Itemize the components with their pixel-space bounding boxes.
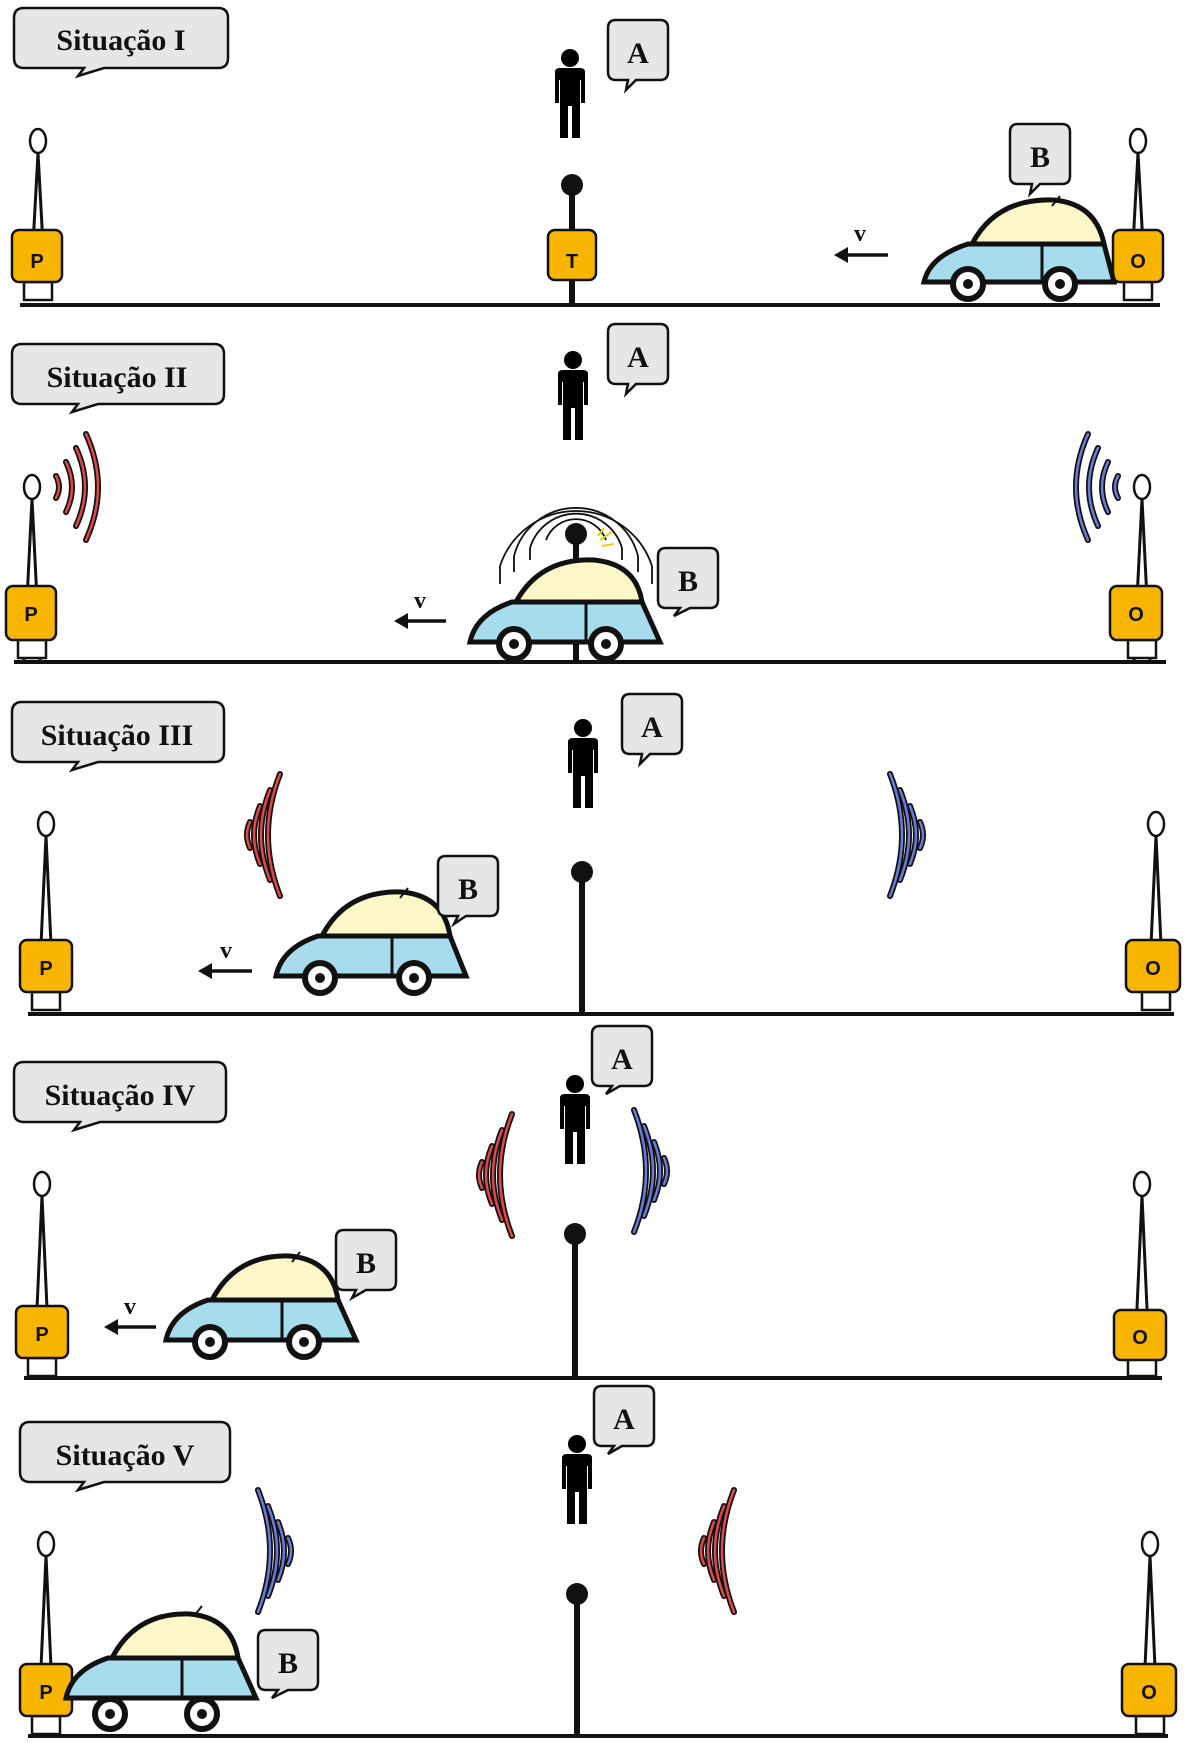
situation-3-trigger-post [571, 861, 593, 1014]
situation-3-tower-left-label: P [39, 958, 52, 980]
situation-1-car [920, 195, 1118, 302]
situation-2-title-bubble: Situação II [10, 342, 226, 415]
situation-3-car-bubble: B [436, 854, 500, 928]
situation-3-tower-left: P [18, 810, 74, 1012]
situation-1-observer-person-icon [555, 49, 585, 138]
situation-1-tower-right: O [1111, 127, 1165, 302]
situation-1-velocity-label: v [854, 221, 866, 247]
situation-4-car [162, 1251, 360, 1360]
situation-2-tower-right-label: O [1128, 604, 1144, 626]
situation-1-tower-left-label: P [30, 251, 43, 273]
situation-1-car-label: B [1030, 141, 1050, 174]
situation-2-velocity-arrow: v [394, 588, 446, 629]
situation-5-car-label: B [278, 1647, 298, 1680]
situation-3-title-bubble: Situação III [10, 700, 226, 773]
situation-4-velocity-arrow: v [104, 1294, 156, 1335]
situation-5-wave-right [698, 1487, 737, 1615]
situation-1-tower-right-label: O [1130, 251, 1146, 273]
situation-1-title: Situação I [56, 24, 185, 57]
situation-2-spark-icon [597, 527, 615, 547]
situation-2-tower-left-label: P [24, 604, 37, 626]
situation-4-wave-right [631, 1107, 670, 1235]
situation-4: Situação IV A P O [12, 1024, 1168, 1380]
situation-4-observer-label: A [611, 1043, 633, 1076]
situation-3-car-label: B [458, 873, 478, 906]
situation-3-observer-person-icon [568, 719, 598, 808]
situation-4-observer-bubble: A [590, 1024, 654, 1096]
situation-3-title: Situação III [41, 719, 194, 752]
situation-3-observer-bubble: A [620, 692, 684, 768]
situation-2-tower-left: P [4, 473, 58, 661]
situation-4-tower-right-label: O [1132, 1327, 1148, 1349]
situation-5-observer-bubble: A [592, 1384, 656, 1456]
situation-4-observer-person-icon [560, 1075, 590, 1164]
situation-2-observer-person-icon [558, 351, 588, 440]
situation-2-trigger-knob [565, 523, 587, 545]
situation-4-tower-left: P [14, 1170, 70, 1378]
situation-1-trigger-post: T [546, 174, 598, 305]
situation-2-car-label: B [678, 565, 698, 598]
situation-2-title: Situação II [47, 361, 188, 394]
situation-1-observer-bubble: A [606, 18, 670, 94]
situation-3-wave-left [244, 771, 283, 899]
situation-1-car-bubble: B [1008, 122, 1072, 198]
situation-5-title: Situação V [56, 1439, 195, 1472]
situation-2-wave-right [1073, 431, 1121, 543]
situation-1-velocity-arrow: v [834, 221, 888, 263]
situation-4-tower-right: O [1112, 1170, 1168, 1378]
situation-4-trigger-post [564, 1223, 586, 1378]
situation-4-title: Situação IV [45, 1079, 196, 1112]
situation-4-car-label: B [356, 1247, 376, 1280]
situation-5-observer-label: A [613, 1403, 635, 1436]
situation-5-trigger-post [566, 1583, 588, 1736]
situation-2-car [466, 557, 664, 662]
situation-2: Situação II A P [4, 322, 1166, 664]
situation-4-title-bubble: Situação IV [12, 1060, 228, 1133]
situation-4-car-bubble: B [334, 1228, 398, 1302]
situation-1-tower-left: P [10, 127, 64, 302]
situation-4-wave-left [476, 1111, 515, 1239]
situation-3-velocity-arrow: v [198, 938, 252, 979]
situation-1-trigger-label: T [566, 251, 578, 273]
situation-5-car-bubble: B [256, 1628, 320, 1700]
situation-2-observer-label: A [627, 341, 649, 374]
situation-5-title-bubble: Situação V [18, 1420, 232, 1493]
situation-3-car [272, 887, 470, 996]
situation-2-car-bubble: B [656, 546, 720, 618]
situation-2-tower-right: O [1108, 473, 1164, 661]
situation-3-tower-right-label: O [1145, 958, 1161, 980]
situation-5-observer-person-icon [562, 1435, 592, 1524]
situation-5-wave-left [255, 1487, 294, 1615]
situation-2-velocity-label: v [414, 588, 426, 614]
situation-5-tower-right: O [1120, 1530, 1178, 1736]
situation-3-tower-right: O [1124, 810, 1182, 1012]
situation-5-tower-left: P [18, 1530, 74, 1736]
situation-5: Situação V A P O [18, 1384, 1178, 1738]
situation-5-car [62, 1605, 260, 1732]
situation-5-tower-left-label: P [39, 1682, 52, 1704]
situation-3-velocity-label: v [220, 938, 232, 964]
situation-5-tower-right-label: O [1141, 1682, 1157, 1704]
situation-4-velocity-label: v [124, 1294, 136, 1320]
situation-3-observer-label: A [641, 711, 663, 744]
situation-2-observer-bubble: A [606, 322, 670, 398]
situation-3: Situação III A P O [10, 692, 1182, 1016]
situation-2-wave-left [53, 431, 101, 543]
situation-1: Situação I A T P [10, 6, 1165, 307]
situation-4-tower-left-label: P [35, 1324, 48, 1346]
situation-3-wave-right [887, 771, 926, 899]
situation-1-title-bubble: Situação I [12, 6, 230, 79]
situation-1-observer-label: A [627, 37, 649, 70]
